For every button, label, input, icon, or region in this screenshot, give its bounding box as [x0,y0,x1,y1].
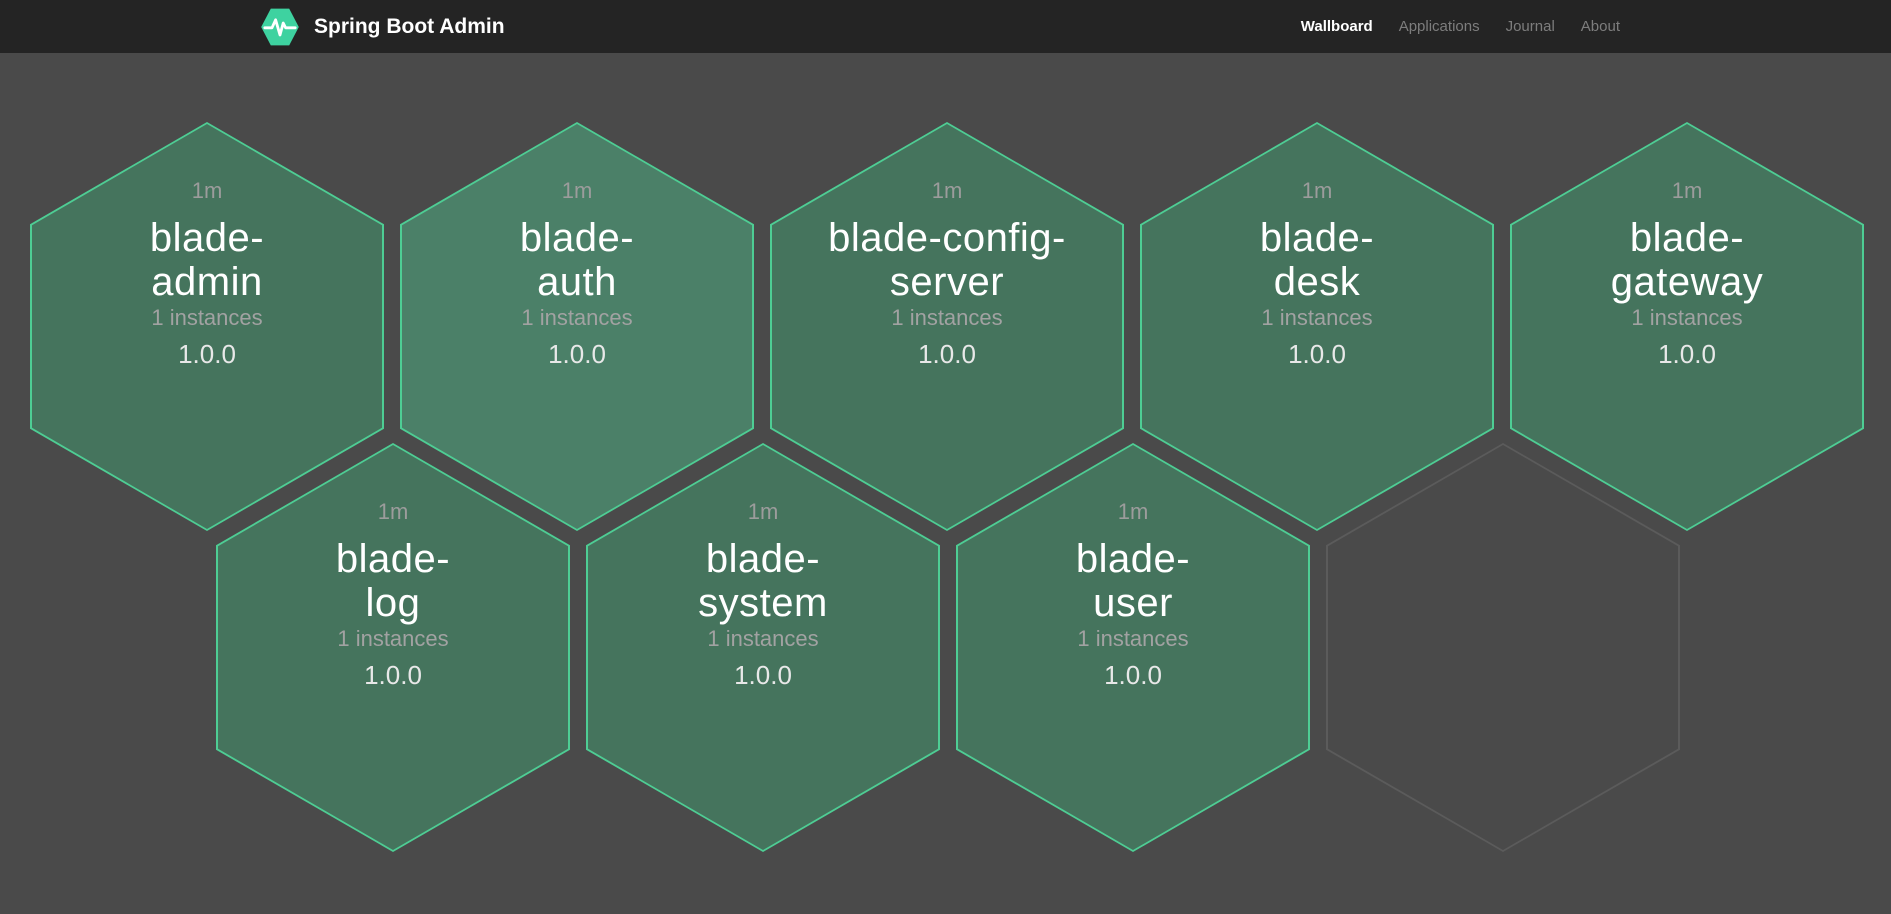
hexagon-blade-admin-body: 1m blade- admin 1 instances 1.0.0 [32,124,382,529]
instances-label: 1 instances [151,305,263,330]
brand[interactable]: Spring Boot Admin [258,7,505,47]
app-name: blade- admin [150,216,264,304]
hexagon-blade-desk-body: 1m blade- desk 1 instances 1.0.0 [1142,124,1492,529]
app-name-line2: admin [151,260,263,304]
nav-links: Wallboard Applications Journal About [1288,18,1633,35]
nav-item-journal[interactable]: Journal [1505,18,1555,35]
hexagon-blade-log-body: 1m blade- log 1 instances 1.0.0 [218,445,568,850]
instances-label: 1 instances [707,626,819,651]
hexagon-blade-system-body: 1m blade- system 1 instances 1.0.0 [588,445,938,850]
uptime-label: 1m [931,178,963,203]
app-name-line1: blade- [705,537,821,581]
spring-boot-admin-logo-icon [258,7,302,47]
hexagon-blade-desk[interactable]: 1m blade- desk 1 instances 1.0.0 [1140,122,1494,531]
hexagon-blade-config-server[interactable]: 1m blade-config- server 1 instances 1.0.… [770,122,1124,531]
hexagon-blade-auth[interactable]: 1m blade- auth 1 instances 1.0.0 [400,122,754,531]
version-label: 1.0.0 [918,339,976,369]
navbar: Spring Boot Admin Wallboard Applications… [0,0,1891,53]
app-name-line2: gateway [1610,260,1764,304]
app-name-line1: blade- [1075,537,1191,581]
instances-label: 1 instances [1261,305,1373,330]
app-name: blade- gateway [1611,216,1763,304]
hexagon-blade-gateway-body: 1m blade- gateway 1 instances 1.0.0 [1512,124,1862,529]
app-name: blade- desk [1260,216,1374,304]
app-name: blade- log [336,537,450,625]
app-name: blade-config- server [828,216,1066,304]
app-name-line2: log [365,581,421,625]
hexagon-blade-admin[interactable]: 1m blade- admin 1 instances 1.0.0 [30,122,384,531]
hexagon-blade-config-server-body: 1m blade-config- server 1 instances 1.0.… [772,124,1122,529]
app-name-line1: blade- [335,537,451,581]
app-name-line2: server [889,260,1005,304]
version-label: 1.0.0 [364,660,422,690]
app-name: blade- user [1076,537,1190,625]
app-name: blade- system [698,537,828,625]
app-name-line2: system [698,581,828,625]
instances-label: 1 instances [1077,626,1189,651]
uptime-label: 1m [561,178,593,203]
app-name-line1: blade- [1259,216,1375,260]
version-label: 1.0.0 [1658,339,1716,369]
uptime-label: 1m [747,499,779,524]
nav-item-applications[interactable]: Applications [1398,18,1480,35]
nav-item-about[interactable]: About [1580,18,1620,35]
app-name-line2: user [1093,581,1173,625]
app-name-line1: blade- [1629,216,1745,260]
hexagon-empty-slot [1326,443,1680,852]
hexagon-blade-system[interactable]: 1m blade- system 1 instances 1.0.0 [586,443,940,852]
instances-label: 1 instances [1631,305,1743,330]
hexagon-empty-slot-body [1328,445,1678,850]
wallboard: 1m blade- admin 1 instances 1.0.0 1m bla… [0,53,1891,914]
version-label: 1.0.0 [1288,339,1346,369]
hexagon-blade-user-body: 1m blade- user 1 instances 1.0.0 [958,445,1308,850]
version-label: 1.0.0 [178,339,236,369]
uptime-label: 1m [377,499,409,524]
instances-label: 1 instances [891,305,1003,330]
instances-label: 1 instances [337,626,449,651]
navbar-container: Spring Boot Admin Wallboard Applications… [258,0,1633,53]
uptime-label: 1m [1671,178,1703,203]
app-name-line2: desk [1273,260,1361,304]
uptime-label: 1m [191,178,223,203]
hexagon-blade-user[interactable]: 1m blade- user 1 instances 1.0.0 [956,443,1310,852]
nav-item-wallboard[interactable]: Wallboard [1300,18,1373,35]
app-name-line1: blade-config- [828,216,1066,260]
brand-title: Spring Boot Admin [314,14,505,38]
uptime-label: 1m [1117,499,1149,524]
version-label: 1.0.0 [548,339,606,369]
hexagon-blade-auth-body: 1m blade- auth 1 instances 1.0.0 [402,124,752,529]
hexagon-blade-gateway[interactable]: 1m blade- gateway 1 instances 1.0.0 [1510,122,1864,531]
version-label: 1.0.0 [734,660,792,690]
version-label: 1.0.0 [1104,660,1162,690]
app-name-line1: blade- [519,216,635,260]
uptime-label: 1m [1301,178,1333,203]
app-name-line1: blade- [149,216,265,260]
instances-label: 1 instances [521,305,633,330]
app-name-line2: auth [537,260,617,304]
hexagon-blade-log[interactable]: 1m blade- log 1 instances 1.0.0 [216,443,570,852]
app-name: blade- auth [520,216,634,304]
